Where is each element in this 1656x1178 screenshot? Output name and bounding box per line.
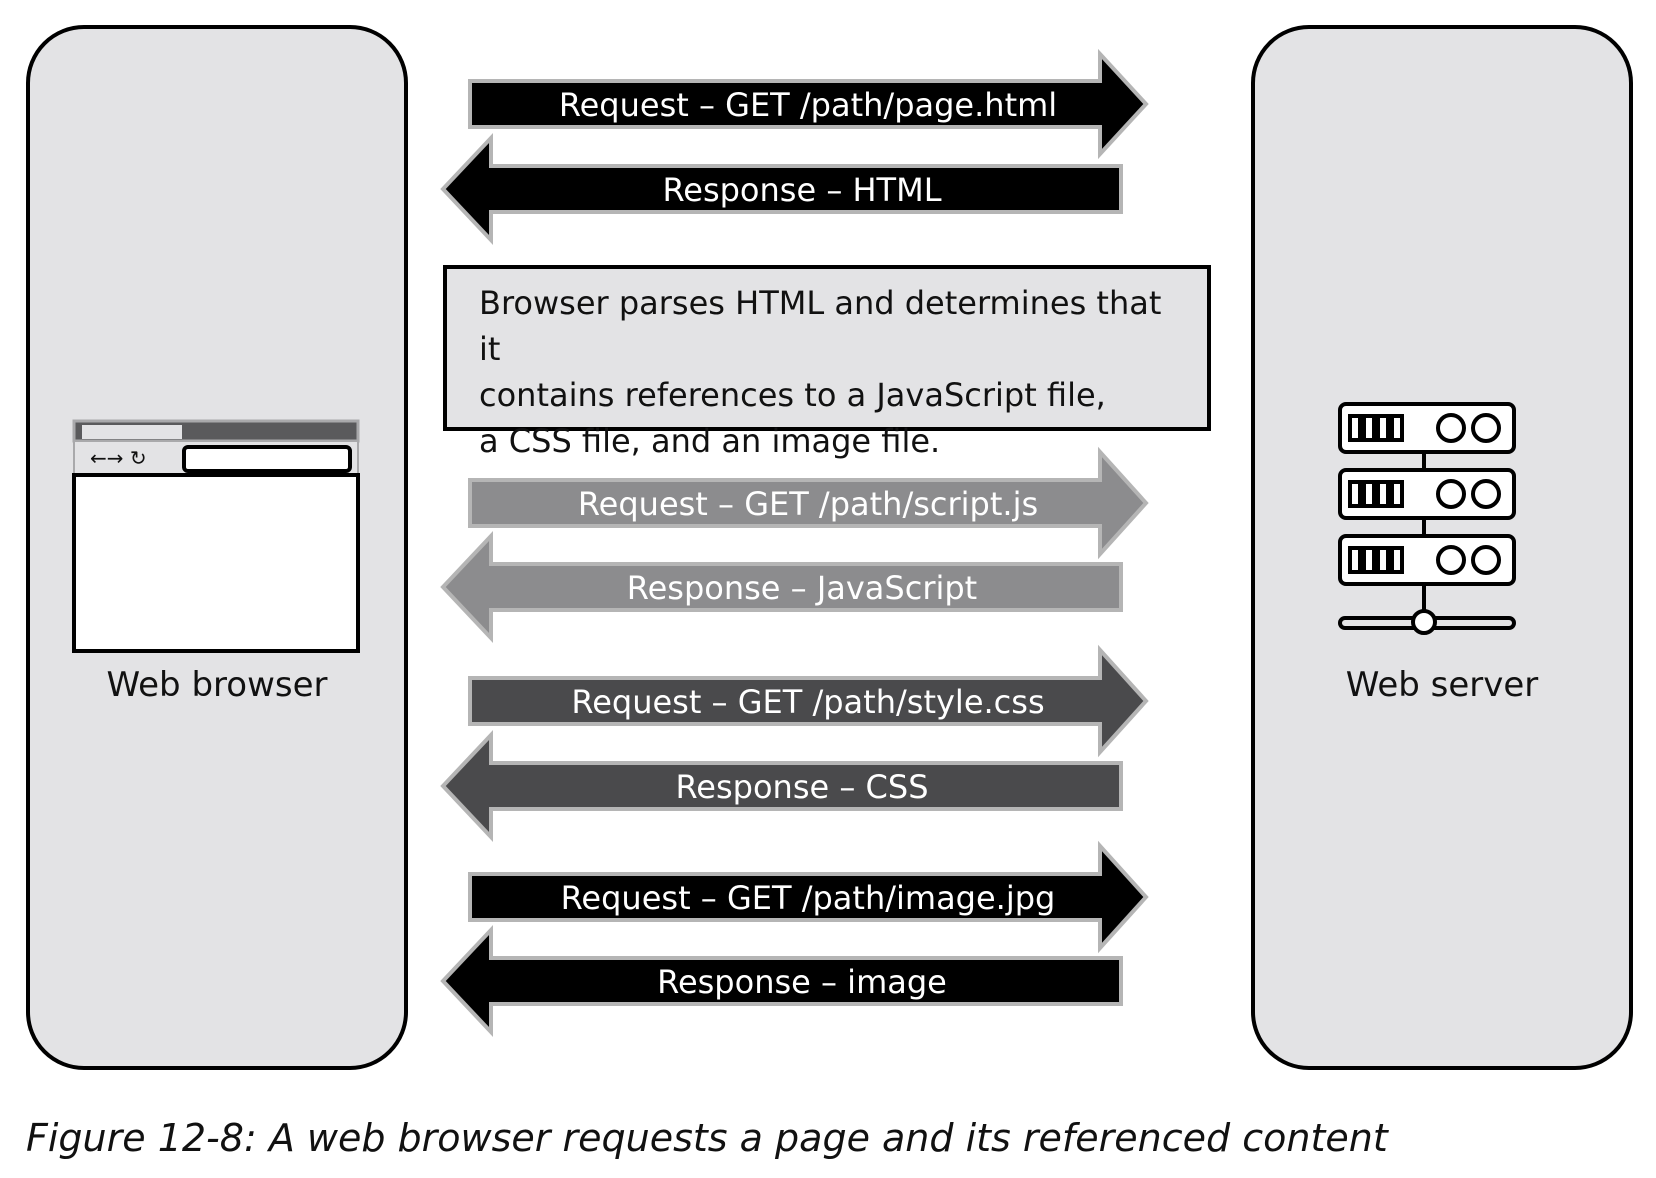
arrow-shape [468,446,1149,560]
note-text: Browser parses HTML and determines that … [479,280,1177,464]
note-box: Browser parses HTML and determines that … [443,265,1211,460]
request-arrow: Request – GET /path/script.js [468,446,1149,560]
arrow-shape [440,132,1123,246]
svg-text:←→ ↻: ←→ ↻ [90,446,147,470]
note-line: contains references to a JavaScript file… [479,376,1106,414]
arrow-shape [468,48,1149,160]
arrow-label: Request – GET /path/image.jpg [560,879,1056,917]
request-arrow: Request – GET /path/style.css [468,644,1149,758]
server-rack-icon [1338,402,1516,635]
web-server-label: Web server [1345,665,1539,705]
arrow-label: Response – image [657,963,947,1001]
figure-caption: Figure 12-8: A web browser requests a pa… [26,1116,1388,1160]
arrow-label: Request – GET /path/page.html [558,86,1058,124]
arrow-label: Request – GET /path/script.js [577,485,1039,523]
response-arrow: Response – CSS [440,729,1123,843]
request-arrow: Request – GET /path/image.jpg [468,840,1149,954]
arrow-shape [468,644,1149,758]
response-arrow: Response – JavaScript [440,530,1123,644]
note-line: Browser parses HTML and determines that … [479,284,1162,368]
arrow-label: Response – CSS [675,768,929,806]
arrow-shape [440,530,1123,644]
arrow-shape [468,840,1149,954]
response-arrow: Response – image [440,924,1123,1038]
arrow-shape [440,924,1123,1038]
arrow-label: Response – HTML [662,171,942,209]
arrow-label: Request – GET /path/style.css [571,683,1045,721]
request-arrow: Request – GET /path/page.html [468,48,1149,160]
browser-window-icon: ←→ ↻ [72,419,360,653]
note-line: a CSS file, and an image file. [479,422,941,460]
arrow-shape [440,729,1123,843]
response-arrow: Response – HTML [440,132,1123,246]
web-browser-label: Web browser [106,665,328,705]
arrow-label: Response – JavaScript [626,569,978,607]
